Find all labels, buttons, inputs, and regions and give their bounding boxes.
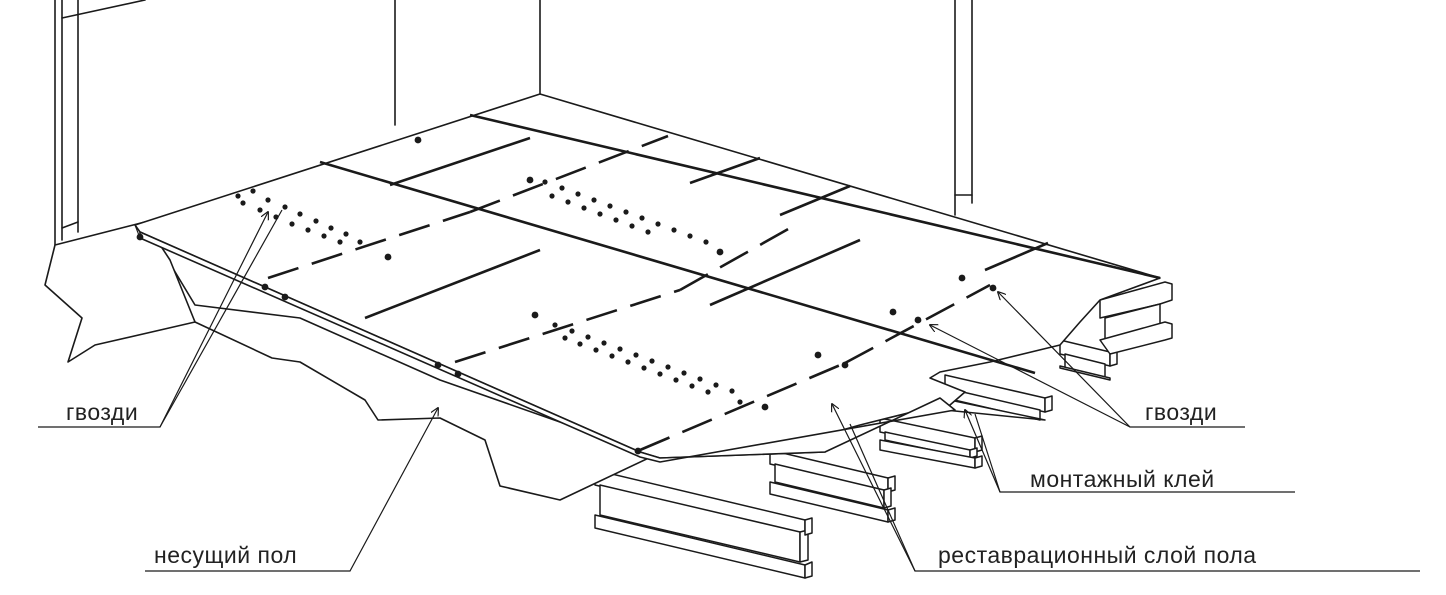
joists [594, 281, 1173, 579]
leader-lines [38, 209, 1420, 572]
room-walls [54, 0, 973, 246]
joist-2 [769, 449, 896, 523]
label-nails-right: гвозди [1145, 399, 1217, 425]
labels: гвозди несущий пол гвозди монтажный клей… [66, 399, 1257, 568]
label-subfloor: несущий пол [154, 542, 297, 568]
joist-front [594, 469, 813, 579]
label-nails-left: гвозди [66, 399, 138, 425]
label-restoration-layer: реставрационный слой пола [938, 542, 1257, 568]
label-mounting-glue: монтажный клей [1030, 466, 1215, 492]
nail-row-2 [542, 179, 709, 245]
joist-6 [1099, 281, 1173, 355]
restoration-floor [134, 93, 1161, 463]
joist-3 [879, 417, 983, 469]
subfloor [44, 221, 656, 501]
joist-4 [944, 374, 1053, 421]
nails [136, 136, 997, 455]
nail-row-1 [235, 188, 363, 245]
nail-row-3 [552, 322, 743, 405]
